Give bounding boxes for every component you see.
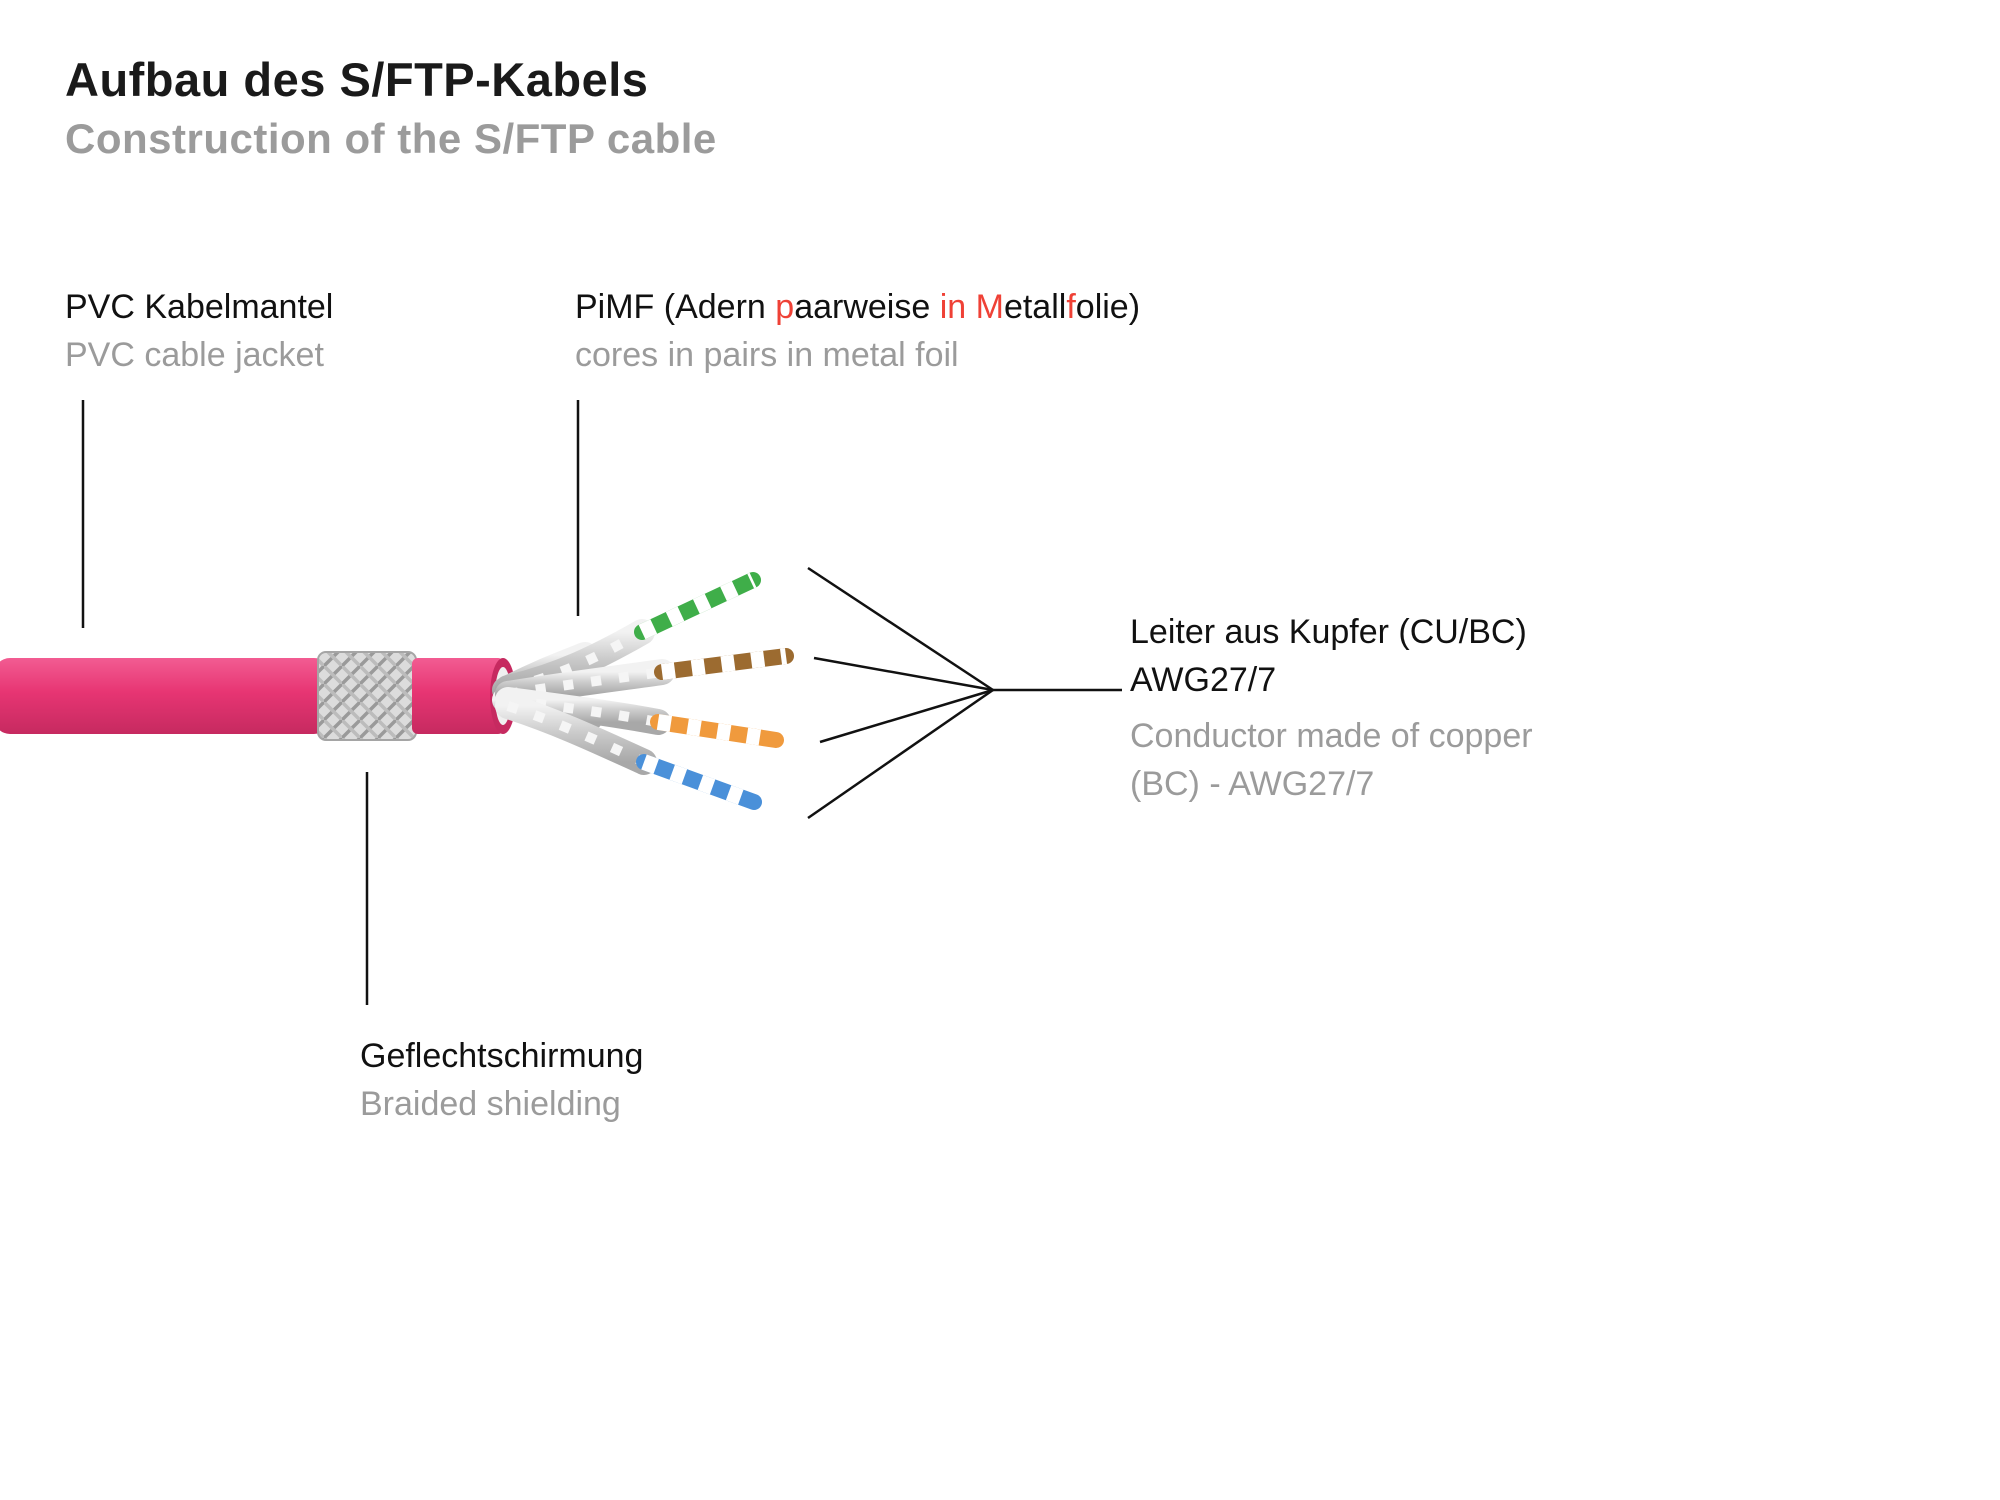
jacket-label: PVC Kabelmantel PVC cable jacket [65,283,333,379]
pimf-label-en: cores in pairs in metal foil [575,336,959,374]
cable-jacket-left [0,658,330,734]
conductor-fan-lines [807,566,1122,820]
conductor-label-de-line1: Leiter aus Kupfer (CU/BC) [1130,613,1527,651]
page-subtitle: Construction of the S/FTP cable [65,115,717,162]
pimf-label: PiMF (Adern paarweise in Metallfolie) co… [575,283,1140,379]
braid-label-de: Geflechtschirmung [360,1037,644,1075]
conductor-label-de-line2: AWG27/7 [1130,661,1277,699]
cable-jacket-right [412,658,504,734]
page-title: Aufbau des S/FTP-Kabels [65,53,649,106]
conductor-label-en-line1: Conductor made of copper [1130,717,1533,755]
conductor-label: Leiter aus Kupfer (CU/BC) AWG27/7 Conduc… [1130,608,1533,808]
jacket-label-de: PVC Kabelmantel [65,288,334,326]
braided-shielding [317,651,417,741]
conductor-label-en-line2: (BC) - AWG27/7 [1130,765,1375,803]
braid-label: Geflechtschirmung Braided shielding [360,1032,643,1128]
braid-label-en: Braided shielding [360,1085,621,1123]
jacket-label-en: PVC cable jacket [65,336,324,374]
pair-blue [495,693,762,810]
pimf-label-de: PiMF (Adern paarweise in Metallfolie) [575,288,1141,326]
